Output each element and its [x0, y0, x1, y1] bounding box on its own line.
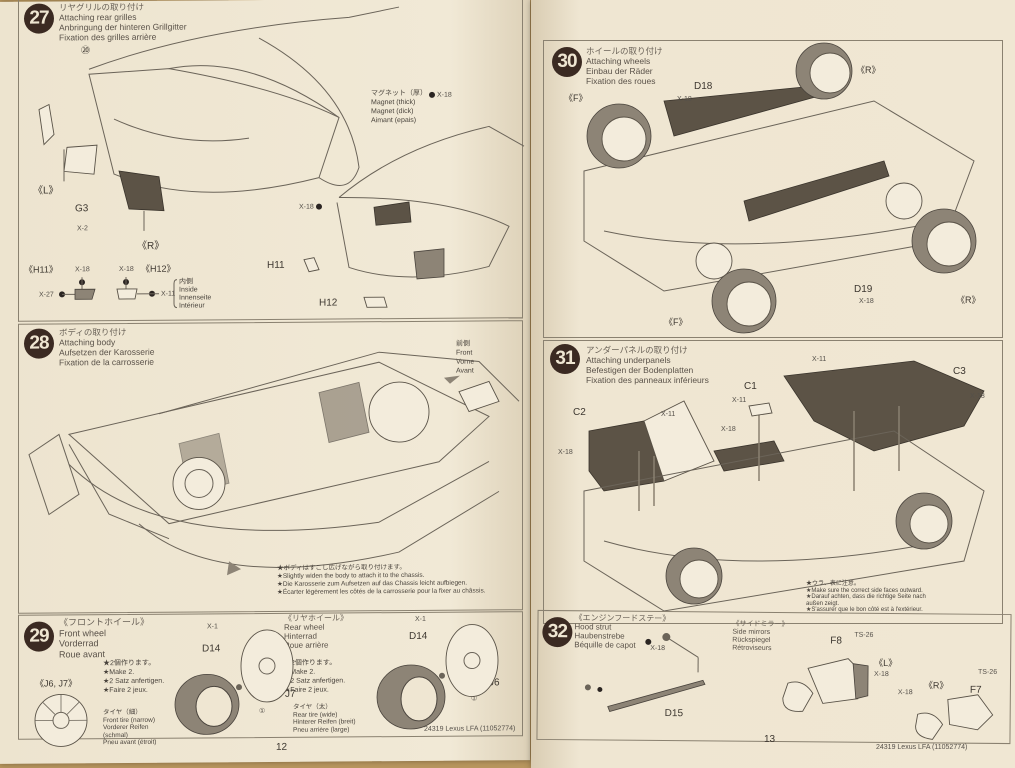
left-page: 27 リヤグリルの取り付け Attaching rear grilles Anb…: [0, 0, 530, 764]
left-footer: 24319 Lexus LFA (11052774): [424, 725, 516, 733]
magnet-note: マグネット（厚） Magnet (thick) Magnet (dick) Ai…: [371, 89, 427, 125]
paint-code: X-18: [299, 203, 314, 211]
step-30-panel: 30 ホイールの取り付け Attaching wheels Einbau der…: [543, 40, 1003, 338]
label-d18: D18: [694, 81, 713, 92]
magnet-jp: マグネット（厚）: [371, 89, 427, 98]
step-28-panel: 28 ボディの取り付け Attaching body Aufsetzen der…: [18, 320, 523, 614]
note-de: ★Darauf achten, dass die richtige Seite …: [806, 594, 926, 600]
note-de-2: außen zeigt.: [806, 600, 840, 607]
note-jp: ★ウラ、表に注意。: [806, 581, 860, 587]
magnet-de: Magnet (dick): [371, 107, 414, 116]
label-c1: C1: [744, 381, 757, 392]
underpanels-illustration: [583, 360, 985, 612]
paint-x18-d19: X-18: [859, 298, 874, 305]
paint-x11-c1: X-11: [732, 397, 747, 404]
hood-mirror-illustration: [584, 633, 994, 740]
inside-de: Innenseite: [179, 294, 212, 302]
legend-parts: [59, 276, 178, 309]
step-30-title-jp: ホイールの取り付け: [586, 46, 663, 56]
label-c2: C2: [573, 407, 586, 418]
label-h11: H11: [267, 259, 285, 271]
paint-x18-c3: X-18: [970, 393, 985, 400]
label-front-1: 《F》: [564, 93, 588, 103]
inside-jp: 内側: [179, 278, 193, 286]
magnet-en: Magnet (thick): [371, 98, 416, 107]
paint-x11-c3: X-11: [812, 356, 827, 363]
step-31-notes: ★ウラ、表に注意。 ★Make sure the correct side fa…: [806, 581, 926, 614]
step-30-titles: ホイールの取り付け Attaching wheels Einbau der Rä…: [586, 46, 663, 86]
step-31-title-en: Attaching underpanels: [586, 355, 671, 365]
paint-x18-c2: X-18: [558, 449, 573, 456]
step-31-titles: アンダーパネルの取り付け Attaching underpanels Befes…: [586, 345, 709, 385]
magnet-fr: Aimant (epais): [371, 116, 417, 125]
right-page: 30 ホイールの取り付け Attaching wheels Einbau der…: [531, 0, 1015, 768]
wheel-illustrations: [34, 624, 499, 747]
body-chassis-illustration: [28, 351, 520, 576]
step-30-title-de: Einbau der Räder: [586, 66, 653, 76]
inside-fr: Intérieur: [179, 302, 205, 310]
step-31-title-de: Befestigen der Bodenplatten: [586, 365, 694, 375]
step-31-title-jp: アンダーパネルの取り付け: [586, 345, 688, 355]
page-number-12: 12: [276, 741, 288, 753]
label-front-2: 《F》: [664, 317, 688, 327]
inside-en: Inside: [179, 286, 198, 294]
label-rear-2: 《R》: [956, 295, 981, 305]
step-30-badge: 30: [552, 47, 582, 77]
note-fr: ★Écarter légèrement les côtés de la carr…: [277, 587, 486, 596]
step-31-title-fr: Fixation des panneaux inférieurs: [586, 375, 709, 385]
magnet-paint: X-18: [427, 92, 452, 99]
paint-x18-d18: X-18: [677, 96, 692, 103]
paint-x18-body: X-18: [299, 204, 324, 211]
wheels-chassis-illustration: [583, 42, 977, 334]
label-d19: D19: [854, 284, 873, 295]
paint-x11-c2: X-11: [661, 411, 676, 418]
note-en: ★Make sure the correct side faces outwar…: [806, 587, 923, 594]
step-28-notes: ★ボディはすこし広げながら取り付けます。 ★Slightly widen the…: [277, 563, 486, 596]
page-number-13: 13: [764, 734, 776, 745]
note-fr: ★S'assurer que le bon côté est à l'extér…: [806, 607, 923, 613]
magnet-paint-code: X-18: [437, 91, 452, 99]
inside-note: 内側 Inside Innenseite Intérieur: [179, 278, 211, 310]
step-29-panel: 29 《フロントホイール》 Front wheel Vorderrad Roue…: [18, 611, 523, 747]
step-30-title-fr: Fixation des roues: [586, 76, 656, 86]
right-footer: 24319 Lexus LFA (11052774): [876, 744, 968, 751]
label-c3: C3: [953, 366, 966, 377]
label-rear-1: 《R》: [856, 65, 881, 75]
step-31-panel: 31 アンダーパネルの取り付け Attaching underpanels Be…: [543, 340, 1003, 624]
step-30-title-en: Attaching wheels: [586, 56, 651, 66]
step-31-badge: 31: [550, 344, 580, 374]
step-32-panel: 32 《エンジンフードステー》 Hood strut Haubenstrebe …: [536, 609, 1012, 745]
step-27-panel: 27 リヤグリルの取り付け Attaching rear grilles Anb…: [18, 0, 525, 322]
paint-x18-mid: X-18: [721, 426, 736, 433]
rear-car-illustration: [38, 6, 525, 308]
label-h12: H12: [319, 297, 338, 309]
